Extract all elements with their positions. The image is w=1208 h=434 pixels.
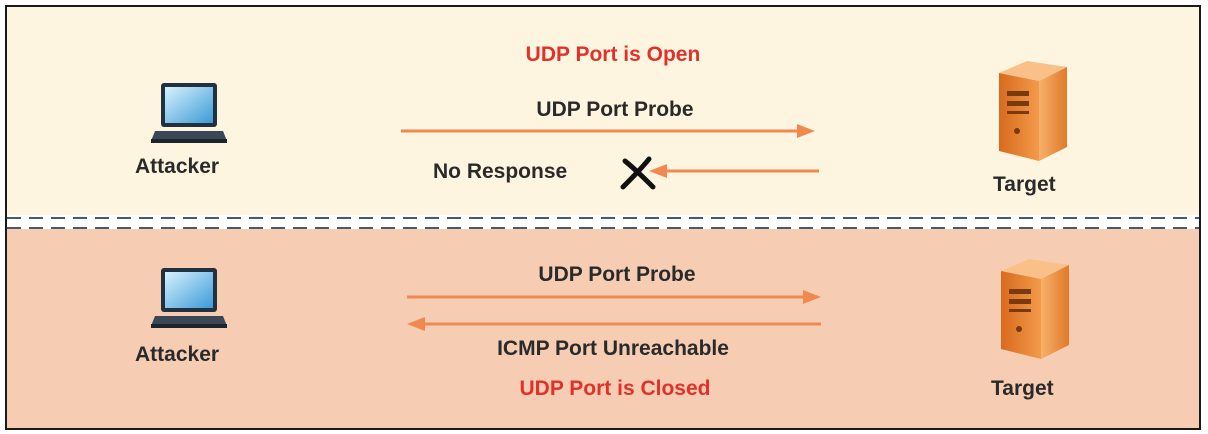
server-icon <box>1001 259 1069 359</box>
closed-target-label: Target <box>991 377 1054 400</box>
laptop-icon <box>151 268 227 328</box>
closed-probe-label: UDP Port Probe <box>538 263 696 286</box>
laptop-icon <box>151 83 227 143</box>
closed-response-arrow <box>407 317 821 331</box>
open-status-label: UDP Port is Open <box>525 43 701 66</box>
closed-port-panel: UDP Port Probe ICMP Port Unreachable UDP… <box>7 229 1199 428</box>
panel-separator <box>7 215 1199 231</box>
open-probe-arrow <box>401 124 815 138</box>
open-response-arrow <box>649 164 819 178</box>
server-icon <box>999 61 1067 161</box>
open-target-label: Target <box>993 173 1056 196</box>
closed-status-label: UDP Port is Closed <box>519 377 711 400</box>
blocked-x-icon <box>620 156 656 190</box>
closed-probe-arrow <box>407 290 821 304</box>
open-probe-label: UDP Port Probe <box>536 98 694 121</box>
open-port-panel: UDP Port is Open UDP Port Probe No Respo… <box>7 7 1199 217</box>
closed-response-label: ICMP Port Unreachable <box>497 337 729 360</box>
open-attacker-label: Attacker <box>135 155 220 178</box>
closed-attacker-label: Attacker <box>135 343 220 366</box>
open-response-label: No Response <box>433 160 568 183</box>
diagram-frame: UDP Port is Open UDP Port Probe No Respo… <box>5 5 1201 430</box>
